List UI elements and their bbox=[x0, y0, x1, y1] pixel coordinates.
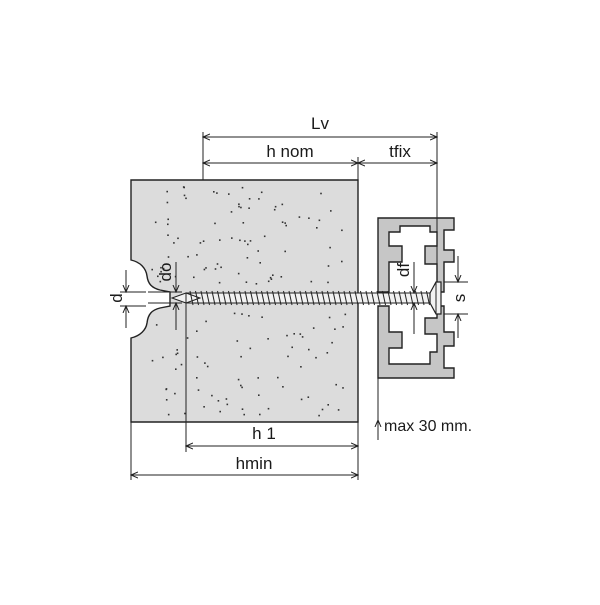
hmin-label: hmin bbox=[236, 454, 273, 473]
do-label: do bbox=[156, 263, 175, 282]
s-label: s bbox=[450, 294, 469, 303]
d-label: d bbox=[107, 293, 126, 302]
lv-label: Lv bbox=[311, 114, 329, 133]
concrete-aggregate-texture bbox=[151, 186, 347, 417]
max-gap-label: max 30 mm. bbox=[384, 418, 472, 435]
tfix-label: tfix bbox=[389, 142, 411, 161]
h1-label: h 1 bbox=[252, 424, 276, 443]
h-nom-label: h nom bbox=[266, 142, 313, 161]
window-frame-profile bbox=[377, 217, 455, 379]
concrete-screw bbox=[170, 281, 442, 315]
df-label: df bbox=[394, 263, 413, 277]
